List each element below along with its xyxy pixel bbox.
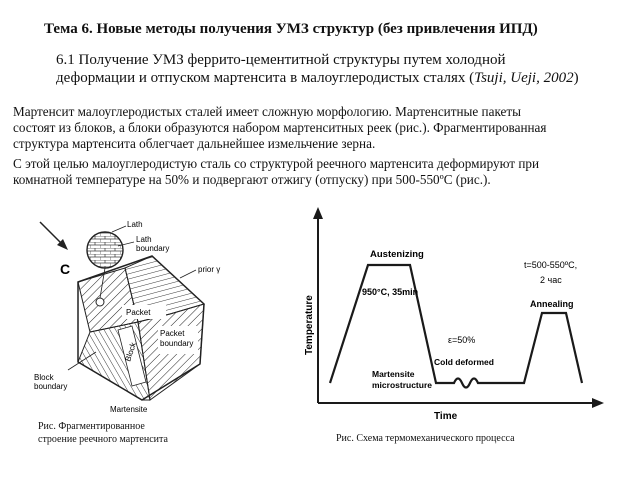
label-strain: ε=50% [448,335,475,345]
label-block-boundary-2: boundary [34,382,67,391]
packet-boundary-label-bg [158,326,198,354]
label-anneal-time: 2 час [540,275,562,285]
label-lath: Lath [127,220,143,229]
x-axis-label: Time [434,411,458,422]
label-anneal-temperature: t=500-550ºС, [524,260,577,270]
process-schematic-figure: Temperature Time Austenizing 950°C, 35mi… [304,207,604,422]
subtitle-line-1: 6.1 Получение УМЗ феррито-цементитной ст… [56,52,506,68]
pointer-arrow [39,221,68,250]
label-martensite-line2: microstructure [372,380,432,390]
section-subtitle: 6.1 Получение УМЗ феррито-цементитной ст… [56,51,579,87]
process-curve [328,263,584,389]
letter-c: C [60,261,70,277]
label-martensite-line1: Martensite [372,369,415,379]
paragraph-line: структура мартенсита облегчает дальнейше… [13,136,376,151]
paragraph-morphology: Мартенсит малоуглеродистых сталей имеет … [13,104,633,152]
label-martensite: Martensite [110,405,148,414]
label-prior-gamma: prior γ [198,265,220,274]
label-austenizing: Austenizing [370,249,424,260]
label-annealing: Annealing [530,299,574,309]
paragraph-line: Мартенсит малоуглеродистых сталей имеет … [13,104,522,119]
label-cold-deformed: Cold deformed [434,357,494,367]
nucleus-marker [95,297,105,307]
label-lath-boundary-2: boundary [136,244,169,253]
paragraph-line: комнатной температуре на 50% и подвергаю… [13,172,491,187]
lath-zoom-circle [86,225,135,299]
packet-label-bg [122,305,166,319]
axes [313,207,604,408]
label-packet-boundary-2: boundary [160,339,193,348]
subtitle-line-2: деформации и отпуском мартенсита в малоу… [56,70,579,86]
left-figure-caption: Рис. Фрагментированное строение реечного… [38,421,168,445]
label-packet: Packet [126,308,151,317]
paragraph-line: С этой целью малоуглеродистую сталь со с… [13,156,540,171]
label-block-boundary-1: Block [34,373,55,382]
label-austenizing-condition: 950°C, 35min [362,287,418,297]
label-packet-boundary-1: Packet [160,329,185,338]
paragraph-line: состоят из блоков, а блоки образуются на… [13,120,547,135]
right-figure-caption: Рис. Схема термомеханического процесса [336,433,515,444]
prior-austenite-grain [77,255,205,401]
y-axis-label: Temperature [304,295,315,355]
label-lath-boundary-1: Lath [136,235,152,244]
citation: Tsuji, Ueji, 2002 [474,70,574,86]
slide-title: Тема 6. Новые методы получения УМЗ струк… [44,21,538,37]
martensite-structure-figure: C Lath Lath boundary prior γ Packet Pack… [34,220,220,414]
paragraph-process: С этой целью малоуглеродистую сталь со с… [13,156,633,188]
